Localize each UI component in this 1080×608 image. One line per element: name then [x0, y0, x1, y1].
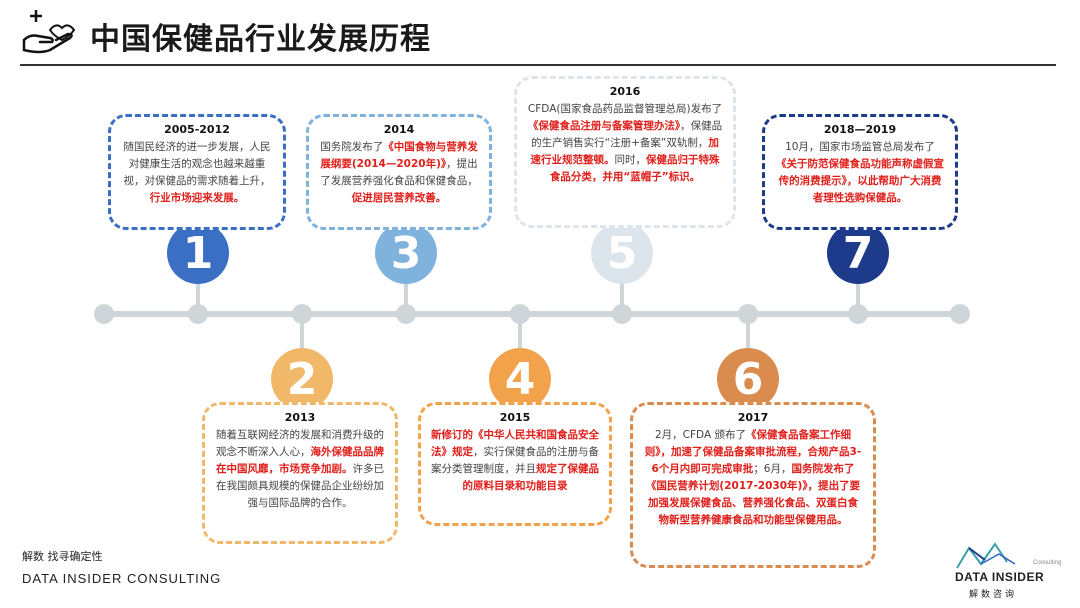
header-divider — [20, 64, 1056, 66]
connector-3 — [404, 276, 408, 308]
header: 中国保健品行业发展历程 — [0, 0, 1080, 70]
milestone-text: 2月，CFDA 颁布了《保健食品备案工作细则》，加速了保健品备案审批流程，合规产… — [644, 429, 862, 526]
axis-dot — [738, 304, 758, 324]
connector-6 — [746, 318, 750, 352]
brand-subtitle: Consulting — [1033, 560, 1062, 566]
milestone-year: 2013 — [284, 411, 316, 424]
milestone-text: CFDA(国家食品药品监督管理总局)发布了《保健食品注册与备案管理办法》，保健品… — [527, 103, 723, 183]
milestone-year: 2005-2012 — [164, 123, 230, 136]
milestone-number-5: 5 — [591, 222, 653, 284]
connector-2 — [300, 318, 304, 352]
footer-company-name: DATA INSIDER CONSULTING — [22, 571, 222, 586]
brand-logo: Consulting DATA INSIDER 解数咨询 — [955, 540, 1065, 602]
axis-dot — [848, 304, 868, 324]
milestone-year: 2016 — [609, 85, 641, 98]
connector-4 — [518, 318, 522, 352]
milestone-text: 新修订的《中华人民共和国食品安全法》规定，实行保健食品的注册与备案分类管理制度，… — [431, 429, 599, 492]
connector-5 — [620, 276, 624, 308]
milestone-card-6: 2017 2月，CFDA 颁布了《保健食品备案工作细则》，加速了保健品备案审批流… — [630, 402, 876, 568]
milestone-number-4: 4 — [489, 348, 551, 410]
brand-mark-icon — [956, 542, 1016, 569]
milestone-card-7: 2018—2019 10月，国家市场监管总局发布了《关于防范保健食品功能声称虚假… — [762, 114, 958, 230]
axis-dot — [188, 304, 208, 324]
milestone-year: 2017 — [737, 411, 769, 424]
axis-dot — [396, 304, 416, 324]
milestone-card-5: 2016 CFDA(国家食品药品监督管理总局)发布了《保健食品注册与备案管理办法… — [514, 76, 736, 228]
milestone-text: 随国民经济的进一步发展，人民对健康生活的观念也越来越重视，对保健品的需求随着上升… — [123, 141, 271, 204]
milestone-year: 2018—2019 — [823, 123, 897, 136]
axis-dot — [510, 304, 530, 324]
connector-7 — [856, 276, 860, 308]
page-title: 中国保健品行业发展历程 — [90, 22, 431, 57]
milestone-number-2: 2 — [271, 348, 333, 410]
milestone-number-6: 6 — [717, 348, 779, 410]
milestone-text: 10月，国家市场监管总局发布了《关于防范保健食品功能声称虚假宣传的消费提示》，以… — [776, 141, 944, 204]
milestone-text: 国务院发布了《中国食物与营养发展纲要(2014—2020年)》，提出了发展营养强… — [320, 141, 478, 204]
brand-chinese-name: 解数咨询 — [969, 590, 1018, 600]
milestone-card-3: 2014 国务院发布了《中国食物与营养发展纲要(2014—2020年)》，提出了… — [306, 114, 492, 230]
axis-dot — [94, 304, 114, 324]
axis-dot — [612, 304, 632, 324]
connector-1 — [196, 276, 200, 308]
caring-hand-icon — [22, 10, 76, 54]
milestone-text: 随着互联网经济的发展和消费升级的观念不断深入人心，海外保健品品牌在中国风靡，市场… — [216, 429, 384, 509]
milestone-year: 2014 — [383, 123, 415, 136]
milestone-number-3: 3 — [375, 222, 437, 284]
milestone-card-4: 2015 新修订的《中华人民共和国食品安全法》规定，实行保健食品的注册与备案分类… — [418, 402, 612, 526]
axis-dot — [950, 304, 970, 324]
milestone-card-2: 2013 随着互联网经济的发展和消费升级的观念不断深入人心，海外保健品品牌在中国… — [202, 402, 398, 544]
timeline-axis — [104, 311, 960, 317]
axis-dot — [292, 304, 312, 324]
milestone-number-7: 7 — [827, 222, 889, 284]
milestone-card-1: 2005-2012 随国民经济的进一步发展，人民对健康生活的观念也越来越重视，对… — [108, 114, 286, 230]
footer-slogan: 解数 找寻确定性 — [22, 550, 103, 563]
brand-name: DATA INSIDER — [955, 570, 1045, 584]
milestone-number-1: 1 — [167, 222, 229, 284]
milestone-year: 2015 — [499, 411, 531, 424]
